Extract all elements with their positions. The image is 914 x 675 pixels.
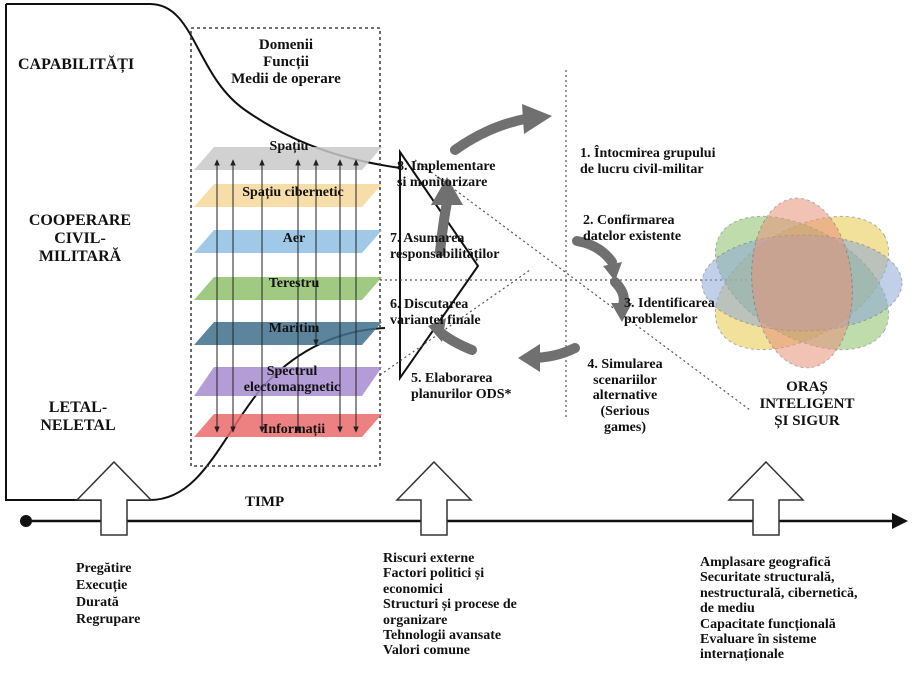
label-cooperare: COOPERARE CIVIL- MILITARĂ xyxy=(28,212,132,265)
layer-label-informatii: Informații xyxy=(262,422,326,437)
layer-spectrul-shape xyxy=(194,367,382,396)
flower-petal-4 xyxy=(751,197,853,369)
cycle-crosshair xyxy=(379,70,751,420)
factors-group-2: Riscuri externe Factori politici și econ… xyxy=(383,551,517,659)
domains-title: Domenii Funcții Medii de operare xyxy=(231,37,341,87)
cycle-step-1: 1. Întocmirea grupului de lucru civil-mi… xyxy=(580,146,716,177)
cycle-arrowheads xyxy=(428,104,632,372)
factors-group-3: Amplasare geografică Securitate structur… xyxy=(700,555,858,663)
cycle-step-4: 4. Simularea scenariilor alternative (Se… xyxy=(587,357,663,435)
up-arrow-3 xyxy=(727,460,805,536)
label-capabilitati: CAPABILITĂȚI xyxy=(18,56,135,73)
layer-terestru-shape xyxy=(194,277,382,300)
layer-connectors xyxy=(214,159,359,433)
layer-maritim-shape xyxy=(194,322,382,345)
layer-label-maritim: Maritim xyxy=(268,321,320,336)
domains-box xyxy=(190,27,381,467)
layer-spatiu-cibernetic-shape xyxy=(194,184,382,207)
domain-layers xyxy=(194,147,382,437)
layer-spatiu-shape xyxy=(194,147,382,170)
factors-group-1: Pregătire Execuție Durată Regrupare xyxy=(76,561,141,628)
timeline-arrows xyxy=(75,460,805,536)
smart-city-label: ORAȘ INTELIGENT ȘI SIGUR xyxy=(759,379,855,429)
up-arrow-2 xyxy=(395,460,473,536)
layer-aer-shape xyxy=(194,230,382,253)
layer-label-spectrul: Spectrul electomangnetic xyxy=(243,364,341,395)
layer-label-spatiu-cibernetic: Spațiu cibernetic xyxy=(242,185,344,200)
layer-label-aer: Aer xyxy=(282,231,306,246)
label-letal: LETAL- NELETAL xyxy=(40,399,116,434)
layer-informatii-shape xyxy=(194,414,382,437)
cycle-step-3: 3. Identificarea problemelor xyxy=(624,296,715,327)
timeline-axis xyxy=(20,513,908,529)
layer-label-terestru: Terestru xyxy=(268,276,320,291)
cycle-step-7: 7. Asumarea responsabilităților xyxy=(390,231,500,262)
layer-label-spatiu: Spațiu xyxy=(269,139,309,154)
up-arrow-1 xyxy=(75,460,153,536)
cycle-step-5: 5. Elaborarea planurilor ODS* xyxy=(411,371,512,402)
cycle-step-6: 6. Discutarea variantei finale xyxy=(390,297,481,328)
cycle-step-2: 2. Confirmarea datelor existente xyxy=(583,213,682,244)
smart-city-flower xyxy=(701,197,903,369)
timeline-label: TIMP xyxy=(245,494,285,510)
cycle-step-8: 8. Implementare și monitorizare xyxy=(397,159,496,190)
